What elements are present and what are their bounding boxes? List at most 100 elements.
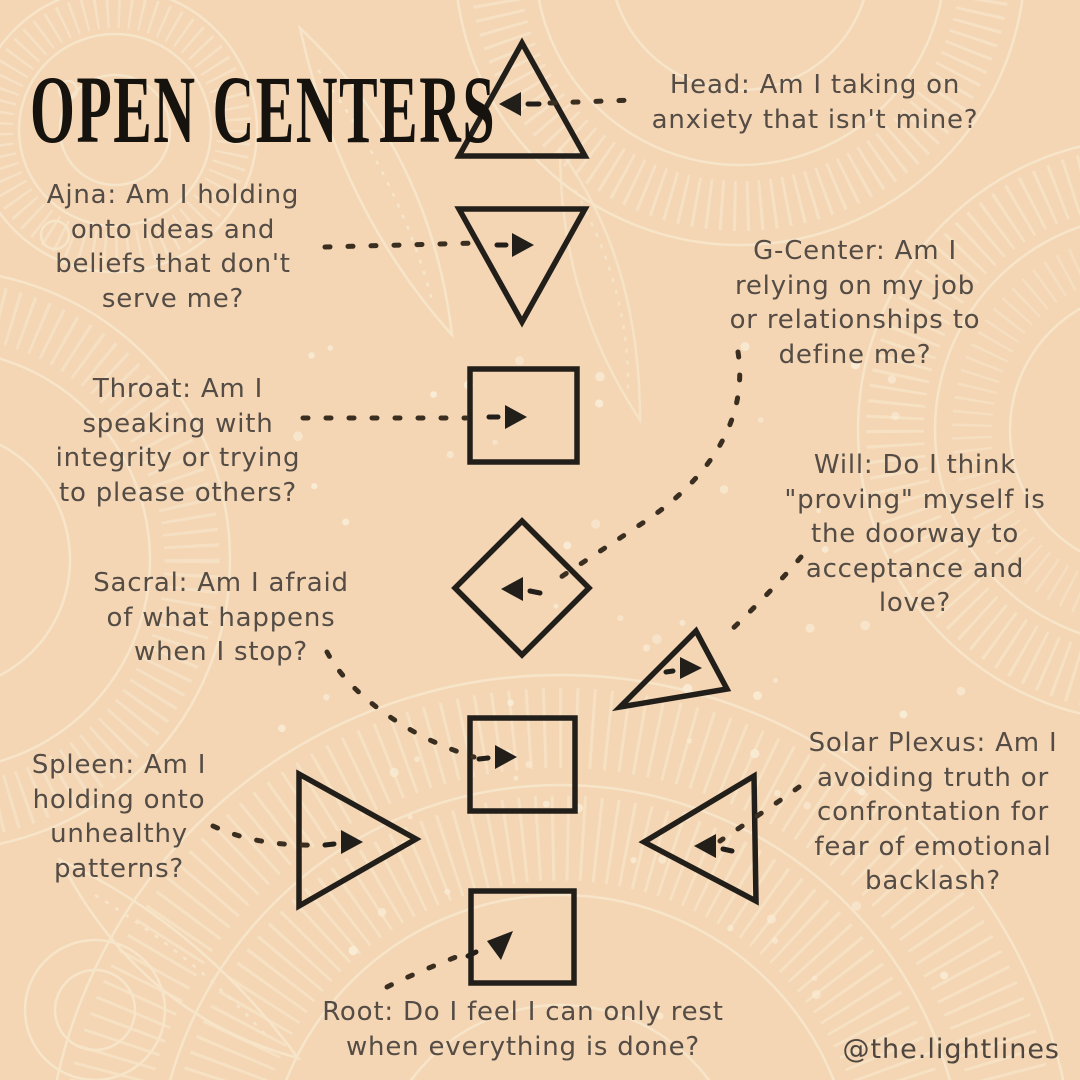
g-center-diamond-shape: [451, 517, 593, 659]
mandala-top-center: [297, 0, 1024, 425]
speckle-dot: [563, 541, 572, 550]
sacral-label: Sacral: Am I afraid of what happens when…: [93, 568, 349, 667]
will-center-group: [611, 554, 804, 712]
speckle-dot: [311, 483, 318, 490]
head-connector-line: [547, 97, 637, 106]
spleen-connector-line: [210, 823, 321, 848]
speckle-dot: [407, 814, 413, 820]
speckle-dot: [753, 691, 762, 700]
speckle-dot: [430, 391, 437, 398]
speckle-dot: [766, 914, 776, 924]
speckle-dot: [757, 416, 764, 423]
g-center-arrow-tail: [527, 588, 543, 596]
speckle-dot: [652, 634, 662, 645]
g-center-label: G-Center: Am I relying on my job or rela…: [729, 236, 981, 370]
root-arrow-tail: [465, 949, 479, 959]
spleen-label: Spleen: Am I holding onto unhealthy patt…: [31, 750, 207, 884]
mandala-upper-left: [0, 0, 259, 274]
will-arrow-icon: [680, 657, 702, 679]
mandala-left: [0, 275, 232, 845]
spleen-arrow-tail: [322, 841, 337, 848]
speckle-dot: [630, 857, 637, 864]
speckle-dot: [686, 738, 693, 744]
mandala-bottom: [23, 673, 1065, 1080]
head-arrow-icon: [499, 92, 521, 116]
head-label: Head: Am I taking on anxiety that isn't …: [651, 70, 979, 135]
speckle-dot: [854, 738, 860, 744]
throat-label: Throat: Am I speaking with integrity or …: [55, 374, 301, 508]
will-label: Will: Do I think "proving" myself is the…: [784, 450, 1046, 618]
speckle-dot: [750, 749, 760, 759]
speckle-dot: [617, 615, 624, 622]
will-triangle-shape: [611, 626, 732, 712]
speckle-dot: [811, 975, 818, 981]
speckle-dot: [940, 971, 949, 980]
speckle-dot: [679, 619, 686, 626]
sacral-arrow-tail: [476, 755, 491, 762]
sacral-square-shape: [467, 715, 578, 814]
speckle-dot: [595, 399, 604, 408]
ajna-center-group: [322, 206, 590, 328]
speckle-dot: [513, 775, 519, 781]
speckle-dot: [444, 888, 451, 895]
speckle-dot: [591, 519, 601, 529]
speckle-dot: [805, 623, 815, 633]
speckle-dot: [542, 800, 550, 808]
speckle-dot: [774, 790, 781, 797]
speckle-dot: [525, 761, 532, 768]
g-center-arrow-icon: [501, 577, 523, 601]
ajna-arrow-icon: [512, 233, 534, 257]
sacral-arrow-icon: [495, 745, 517, 769]
g-center-group: [451, 349, 743, 659]
root-arrow-icon: [487, 931, 513, 960]
root-center-group: [384, 888, 577, 990]
page-title: OPEN CENTERS: [30, 57, 497, 164]
speckle-dot: [860, 620, 870, 631]
speckle-dot: [515, 356, 524, 366]
sacral-connector-curve: [324, 649, 477, 760]
speckle-dot: [308, 352, 315, 359]
ajna-connector-line: [322, 240, 481, 250]
speckle-dot: [870, 527, 875, 533]
speckle-dot: [887, 375, 896, 384]
speckle-dot: [446, 451, 454, 459]
speckle-dot: [821, 546, 829, 553]
speckle-dot: [956, 686, 966, 696]
speckle-dot: [773, 677, 779, 684]
speckle-dot: [727, 924, 734, 932]
speckle-dot: [377, 908, 387, 917]
will-arrow-tail: [663, 668, 676, 675]
speckle-dot: [293, 431, 303, 442]
ajna-label: Ajna: Am I holding onto ideas and belief…: [46, 180, 300, 314]
mandala-right: [856, 145, 1080, 715]
speckle-dot: [850, 360, 861, 370]
speckle-dot: [899, 710, 908, 719]
solar-plexus-center-group: [638, 771, 802, 906]
speckle-dot: [642, 644, 651, 652]
speckle-dot: [851, 901, 862, 911]
speckle-dot: [278, 724, 286, 733]
speckle-dot: [342, 518, 350, 526]
scattered-dots: [278, 342, 966, 1020]
speckle-dot: [682, 683, 693, 694]
speckle-dot: [803, 801, 811, 810]
speckle-dot: [414, 756, 420, 763]
credit-handle: @the.lightlines: [842, 1034, 1060, 1065]
speckle-dot: [323, 694, 330, 701]
throat-center-group: [300, 366, 580, 465]
throat-square-shape: [467, 366, 580, 465]
solar-plexus-connector-line: [717, 784, 802, 844]
spleen-triangle-shape: [296, 769, 422, 911]
speckle-dot: [917, 598, 923, 604]
speckle-dot: [719, 485, 729, 494]
ajna-triangle-shape: [454, 206, 590, 328]
speckle-dot: [658, 855, 667, 864]
solar-plexus-label: Solar Plexus: Am I avoiding truth or con…: [808, 728, 1058, 896]
speckle-dot: [492, 439, 498, 446]
speckle-dot: [811, 990, 821, 1000]
speckle-dot: [772, 937, 779, 944]
speckle-dot: [507, 699, 514, 706]
